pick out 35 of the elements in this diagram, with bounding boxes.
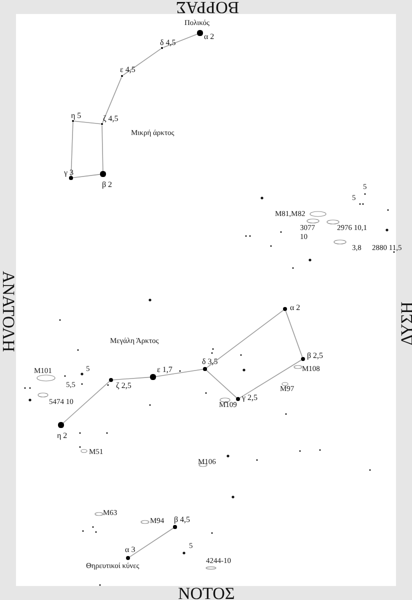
star-label: δ 4,5	[160, 38, 176, 47]
constellation-line	[239, 360, 302, 398]
constellation-line	[102, 76, 122, 124]
star-label: α 2	[290, 303, 300, 312]
star-label: β 4,5	[174, 515, 190, 524]
constellation-line	[102, 125, 104, 172]
constellation-line	[70, 122, 74, 177]
constellation-line	[162, 34, 198, 48]
constellation-line	[206, 310, 284, 368]
direction-label: ΑΝΑΤΟΛΗ	[0, 270, 18, 352]
constellation-line	[62, 380, 110, 424]
direction-label: ΝΟΤΟΣ	[178, 585, 235, 600]
star-label: α 3	[125, 545, 136, 554]
constellation-line	[285, 310, 303, 358]
direction-label: ΔΥΣΗ	[398, 302, 412, 346]
star-label: δ 3,5	[202, 357, 218, 366]
star-label: η 2	[57, 430, 68, 440]
star-label: γ 3	[64, 168, 74, 177]
star-label: ε 1,7	[156, 365, 172, 374]
star-label: ζ 4,5	[102, 114, 118, 123]
star-label: α 2	[204, 32, 214, 41]
star-label: ζ 2,5	[116, 381, 132, 390]
star-label: β 2	[102, 180, 112, 189]
constellation-line	[206, 370, 237, 398]
star-label: γ 2,5	[242, 393, 258, 402]
direction-label: ΒΟΡΡΑΣ	[176, 0, 240, 16]
constellation-line	[155, 368, 204, 377]
star-label: β 2,5	[306, 351, 324, 360]
constellation-line	[72, 174, 101, 178]
constellation-line	[74, 120, 101, 124]
star-label: ε 4,5	[120, 65, 136, 74]
constellation-line	[129, 528, 174, 558]
constellation-line	[122, 48, 162, 76]
star-label: η 5	[71, 111, 82, 120]
constellation-line	[112, 376, 151, 380]
